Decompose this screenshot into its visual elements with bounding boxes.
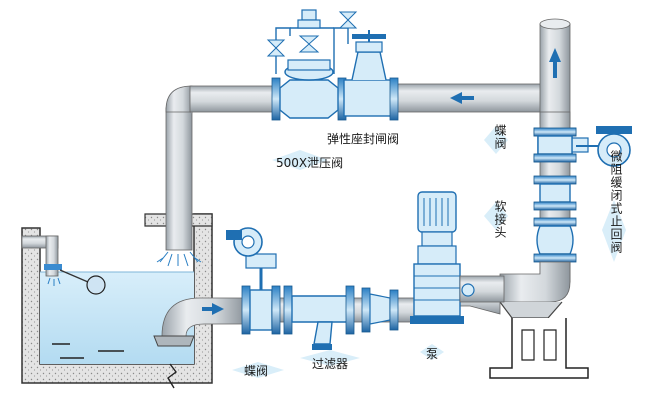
label-pressure-relief-valve: 500X泄压阀 (276, 156, 344, 170)
flow-arrow-icon (202, 303, 224, 315)
label-soft-joint: 软接头 (493, 200, 507, 239)
label-backdrops (232, 126, 626, 378)
label-butterfly-valve-top: 蝶阀 (493, 124, 507, 150)
return-pipe (156, 18, 571, 267)
label-slow-closing-check-valve: 微阻缓闭式止回阀 (609, 150, 623, 254)
float-ball-icon (86, 275, 106, 295)
y-filter (283, 285, 355, 350)
flow-arrow-icon (450, 48, 561, 104)
label-butterfly-valve-bottom: 蝶阀 (244, 364, 269, 378)
spray-icon (156, 251, 202, 267)
label-filter: 过滤器 (312, 357, 349, 371)
label-resilient-gate-valve: 弹性座封闸阀 (327, 132, 400, 146)
pump (410, 191, 464, 324)
discharge-pipe (459, 275, 505, 303)
pressure-relief-valve (266, 9, 358, 121)
label-pump: 泵 (426, 347, 439, 361)
water-tank (21, 213, 213, 389)
suction-reducer (361, 287, 399, 333)
resilient-gate-valve (343, 30, 399, 121)
bottom-butterfly-valve (226, 227, 281, 335)
float-inlet-pipe (21, 235, 106, 295)
riser-elbow (489, 261, 589, 379)
soft-joint (533, 217, 577, 263)
